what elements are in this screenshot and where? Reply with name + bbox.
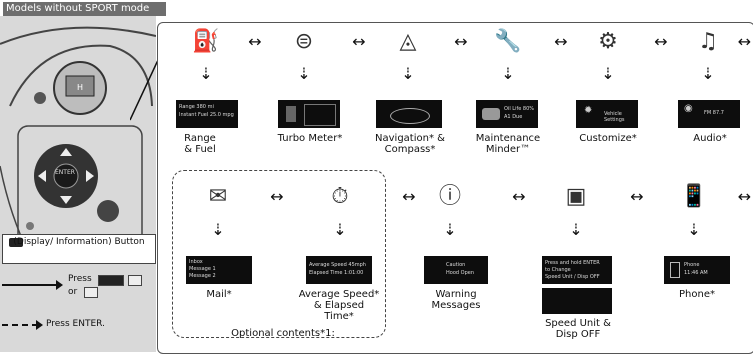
screen-line: Range 380 mi [179, 104, 214, 110]
row1-arrow-5: ↔ [654, 32, 668, 51]
range-fuel-label: Range & Fuel [184, 133, 216, 155]
row1-arrow-2: ↔ [352, 32, 366, 51]
maintenance-screen: Oil Life 80% A1 Due [476, 100, 538, 128]
mail-screen: Inbox Message 1 Message 2 [186, 256, 252, 284]
row2-arrow-5: ↔ [737, 187, 752, 206]
row2-arrow-4: ↔ [630, 187, 644, 206]
optional-contents-label: Optional contents*1: [231, 328, 335, 339]
mail-label: Mail* [206, 289, 232, 300]
audio-screen: ◉ FM 87.7 [678, 100, 740, 128]
row2-down-arrow: ⇣ [333, 220, 347, 239]
row1-down-arrow: ⇣ [401, 64, 415, 83]
customize-label: Customize* [579, 133, 637, 144]
screen-line: to Change [545, 267, 571, 273]
phone-label: Phone* [679, 289, 715, 300]
screen-line: Message 2 [189, 273, 216, 279]
customize-screen: ✹ Vehicle Settings [576, 100, 638, 128]
models-tag: Models without SPORT mode [3, 2, 166, 16]
screen-line: Vehicle Settings [604, 111, 625, 123]
screen-line: Average Speed 45mph [309, 262, 366, 268]
row1-arrow-6: ↔ [737, 32, 752, 51]
screen-line: Phone [684, 262, 700, 268]
row1-down-arrow: ⇣ [601, 64, 615, 83]
screen-line: Press and hold ENTER [545, 260, 600, 266]
screen-line: Inbox [189, 259, 203, 265]
navigation-compass-screen [376, 100, 442, 128]
svg-text:H: H [77, 83, 83, 92]
display-button-icon [9, 238, 23, 247]
legend-dashed-arrow [2, 324, 38, 326]
screen-line: Message 1 [189, 266, 216, 272]
legend-left-button-icon [128, 275, 142, 286]
screen-line: Speed Unit / Disp OFF [545, 274, 600, 280]
steering-wheel-panel: H ENTER [0, 16, 157, 352]
disp-off-screen [542, 288, 612, 314]
legend-display-button-icon [98, 275, 124, 286]
wrench-icon: 🔧 [494, 29, 522, 54]
screen-line: Caution [446, 262, 466, 268]
row1-down-arrow: ⇣ [701, 64, 715, 83]
range-fuel-screen: Range 380 mi Instant Fuel 25.0 mpg [176, 100, 238, 128]
screen-line: Oil Life 80% [504, 106, 535, 112]
row2-down-arrow: ⇣ [569, 220, 583, 239]
speed-unit-screen: Press and hold ENTER to Change Speed Uni… [542, 256, 612, 284]
legend-or-text: or [68, 287, 78, 297]
row1-down-arrow: ⇣ [501, 64, 515, 83]
legend-press-enter-text: Press ENTER. [46, 319, 105, 329]
row1-arrow-1: ↔ [248, 32, 262, 51]
legend-solid-arrowhead [56, 280, 63, 290]
legend-solid-arrow [2, 284, 60, 286]
row2-down-arrow: ⇣ [211, 220, 225, 239]
phone-icon: 📱 [680, 184, 708, 209]
average-speed-label: Average Speed* & Elapsed Time* [298, 289, 380, 322]
display-info-button-caption: (Display/ Information) Button [2, 234, 156, 264]
maintenance-minder-label: Maintenance Minder™ [475, 133, 541, 155]
turbo-meter-screen [278, 100, 340, 128]
screen-line: Instant Fuel 25.0 mpg [179, 112, 234, 118]
speed-unit-label: Speed Unit & Disp OFF [545, 318, 611, 340]
legend-press-text: Press [68, 274, 92, 284]
warning-messages-label: Warning Messages [431, 289, 481, 311]
legend-right-button-icon [84, 287, 98, 298]
screen-line: Hood Open [446, 270, 474, 276]
warning-icon: ⓘ [438, 184, 461, 209]
dpad-enter-label: ENTER [55, 169, 75, 176]
row2-arrow-3: ↔ [512, 187, 526, 206]
screen-line: FM 87.7 [704, 110, 724, 116]
row1-arrow-3: ↔ [454, 32, 468, 51]
display-button-caption-text: (Display/ Information) Button [13, 237, 145, 247]
envelope-icon: ✉ [208, 184, 228, 209]
compass-icon: ◬ [399, 29, 417, 54]
screen-line: A1 Due [504, 114, 523, 120]
average-speed-screen: Average Speed 45mph Elapsed Time 1:01:00 [306, 256, 372, 284]
phone-screen: Phone 11:46 AM [664, 256, 730, 284]
optional-contents-box [172, 170, 386, 338]
row2-arrow-1: ↔ [270, 187, 284, 206]
row1-down-arrow: ⇣ [297, 64, 311, 83]
turbo-meter-label: Turbo Meter* [277, 133, 343, 144]
display-cycle-panel [157, 22, 753, 354]
music-note-icon: ♫ [698, 29, 718, 54]
row1-down-arrow: ⇣ [199, 64, 213, 83]
navigation-compass-label: Navigation* & Compass* [375, 133, 445, 155]
fuel-pump-icon: ⛽ [192, 29, 220, 54]
row2-down-arrow: ⇣ [687, 220, 701, 239]
warning-screen: Caution Hood Open [424, 256, 488, 284]
screen-line: Elapsed Time 1:01:00 [309, 270, 364, 276]
legend-dashed-arrowhead [36, 320, 43, 330]
gear-icon: ⚙ [598, 29, 618, 54]
row1-arrow-4: ↔ [554, 32, 568, 51]
turbo-icon: ⊜ [294, 29, 314, 54]
screens-icon: ▣ [565, 184, 587, 209]
legend: Press or Press ENTER. [2, 272, 154, 342]
audio-label: Audio* [693, 133, 727, 144]
row2-arrow-2: ↔ [402, 187, 416, 206]
speed-time-icon: ⏱ [331, 184, 349, 209]
steering-wheel-illustration: H [0, 26, 157, 257]
screen-line: 11:46 AM [684, 270, 708, 276]
row2-down-arrow: ⇣ [443, 220, 457, 239]
